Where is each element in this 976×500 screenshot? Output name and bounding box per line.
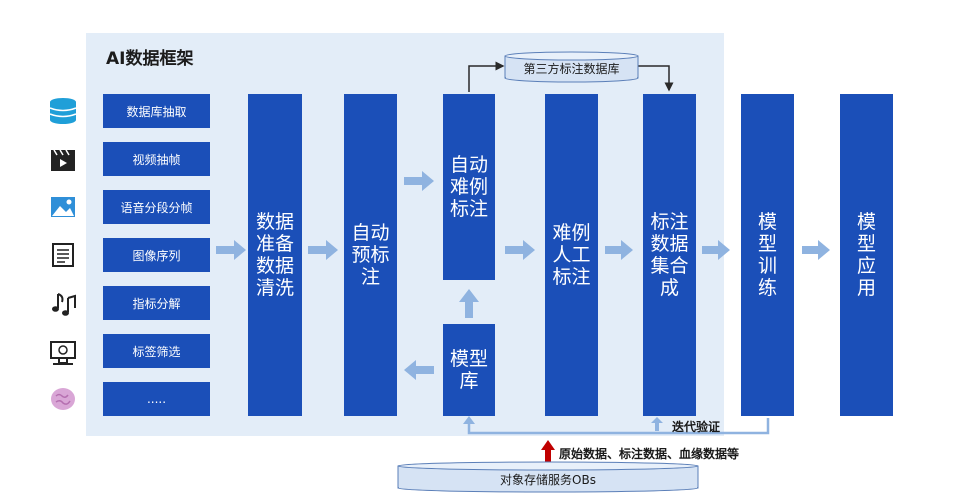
stage-manual-hard-labeling-label: 难例人工标注 <box>552 222 591 288</box>
iteration-label: 迭代验证 <box>672 420 721 434</box>
stage-model-training-label: 模型训练 <box>757 211 777 299</box>
brain-icon <box>51 388 75 410</box>
music-note-icon <box>52 293 76 316</box>
flow-arrow-7 <box>802 240 830 260</box>
stage-model-training: 模型训练 <box>741 94 794 416</box>
stage-manual-hard-labeling: 难例人工标注 <box>545 94 598 416</box>
input-more: ..... <box>103 382 210 416</box>
flow-arrow-3 <box>404 171 434 191</box>
flow-arrow-back <box>404 360 434 380</box>
stage-data-preparation: 数据准备数据清洗 <box>248 94 302 416</box>
connector-from-third-party <box>638 65 674 92</box>
storage-note: 原始数据、标注数据、血缘数据等 <box>559 447 740 461</box>
flow-arrow-4 <box>505 240 535 260</box>
stage-data-preparation-label: 数据准备数据清洗 <box>255 211 294 299</box>
stage-auto-prelabel-label: 自动预标注 <box>351 222 390 288</box>
stage-auto-hard-labeling: 自动难例标注 <box>443 94 495 280</box>
video-clapper-icon <box>51 149 75 171</box>
input-speech-segmentation: 语音分段分帧 <box>103 190 210 224</box>
input-metric-decomposition: 指标分解 <box>103 286 210 320</box>
image-icon <box>51 197 75 217</box>
input-database-extraction: 数据库抽取 <box>103 94 210 128</box>
iteration-up-arrow <box>651 417 663 431</box>
stage-auto-prelabel: 自动预标注 <box>344 94 397 416</box>
storage-cylinder <box>397 461 699 493</box>
diagram-title: AI数据框架 <box>106 49 194 69</box>
document-icon <box>52 243 74 267</box>
flow-arrow-2 <box>308 240 338 260</box>
storage-label: 对象存储服务OBs <box>500 472 596 487</box>
stage-model-application: 模型应用 <box>840 94 893 416</box>
stage-auto-hard-labeling-label: 自动难例标注 <box>449 154 488 220</box>
stage-model-application-label: 模型应用 <box>856 211 876 299</box>
iteration-loop-head <box>463 416 475 424</box>
stage-model-library: 模型库 <box>443 324 495 416</box>
flow-arrow-6 <box>702 240 730 260</box>
stage-dataset-synthesis-label: 标注数据集合成 <box>650 211 689 299</box>
input-image-sequence: 图像序列 <box>103 238 210 272</box>
flow-arrow-5 <box>605 240 633 260</box>
flow-arrow-1 <box>216 240 246 260</box>
third-party-db-cylinder <box>504 51 639 83</box>
iteration-loop-line <box>467 418 770 435</box>
connector-to-third-party <box>468 61 505 92</box>
flow-arrow-up <box>459 289 479 318</box>
third-party-db-label: 第三方标注数据库 <box>523 61 620 76</box>
stage-dataset-synthesis: 标注数据集合成 <box>643 94 696 416</box>
storage-up-arrow <box>541 440 555 462</box>
monitor-icon <box>50 341 76 365</box>
input-label-filtering: 标签筛选 <box>103 334 210 368</box>
stage-model-library-label: 模型库 <box>449 348 488 392</box>
input-video-frame-extraction: 视频抽帧 <box>103 142 210 176</box>
database-icon <box>49 98 77 124</box>
